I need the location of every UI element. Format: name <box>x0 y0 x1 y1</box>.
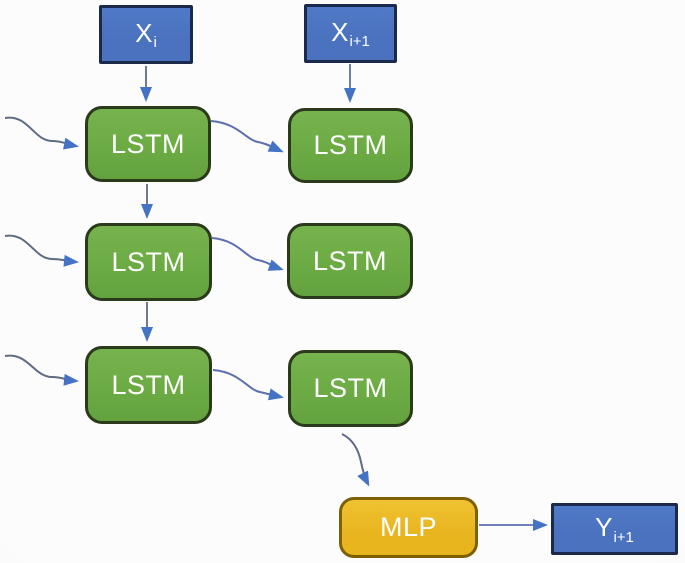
input-box-xi-plus-1: Xi+1 <box>304 4 397 63</box>
input-xi-label: Xi <box>135 17 157 52</box>
output-box-yi-plus-1: Yi+1 <box>551 503 678 555</box>
arrow-lstm-l1-to-r1 <box>210 120 284 153</box>
lstm-label: LSTM <box>111 369 186 400</box>
lstm-box-layer1-ti1: LSTM <box>288 108 413 183</box>
arrow-lstm-r3-to-mlp <box>341 433 370 487</box>
arrow-lstm-l3-to-r3 <box>212 369 284 401</box>
lstm-label: LSTM <box>111 246 186 277</box>
lstm-label: LSTM <box>110 128 185 159</box>
mlp-box: MLP <box>339 497 478 558</box>
arrow-state-in-layer2 <box>4 234 79 267</box>
arrow-state-in-layer1 <box>4 116 79 150</box>
lstm-label: LSTM <box>313 373 388 403</box>
mlp-label: MLP <box>379 512 438 542</box>
lstm-box-layer2-ti: LSTM <box>85 223 212 301</box>
arrow-lstm-l2-to-r2 <box>211 237 284 271</box>
lstm-label: LSTM <box>312 245 387 276</box>
arrow-state-in-layer3 <box>4 354 79 386</box>
lstm-box-layer2-ti1: LSTM <box>287 223 413 299</box>
input-box-xi: Xi <box>99 5 193 64</box>
lstm-label: LSTM <box>313 130 388 160</box>
output-yi-plus-1-label: Yi+1 <box>595 512 634 546</box>
lstm-box-layer1-ti: LSTM <box>85 106 211 182</box>
lstm-box-layer3-ti1: LSTM <box>288 350 413 427</box>
input-xi-plus-1-label: Xi+1 <box>331 16 370 51</box>
lstm-box-layer3-ti: LSTM <box>85 346 212 424</box>
